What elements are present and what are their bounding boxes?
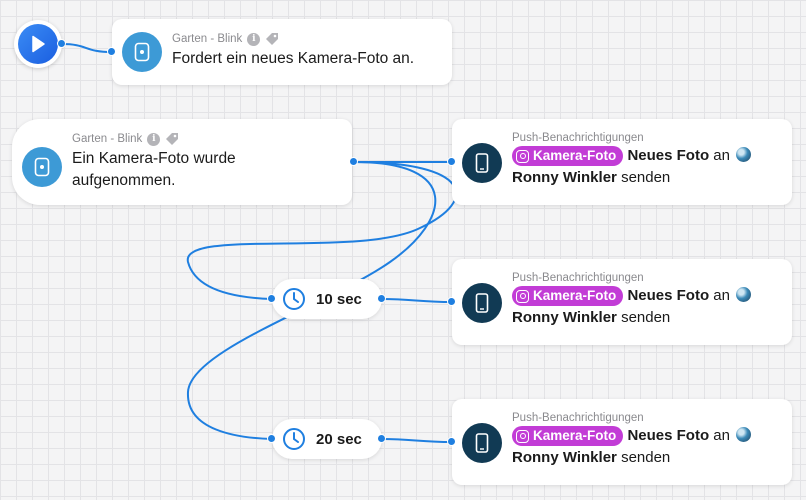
globe-icon	[736, 147, 752, 162]
camera-photo-tag: Kamera-Foto	[512, 146, 624, 166]
delay-label: 20 sec	[316, 430, 362, 448]
start-button[interactable]	[14, 20, 62, 68]
tag-icon[interactable]	[265, 32, 279, 46]
phone-icon	[462, 143, 502, 183]
wire-start-to-request	[61, 43, 113, 53]
push-card-source: Push-Benachrichtigungen	[512, 412, 644, 424]
tag-icon[interactable]	[165, 132, 179, 146]
delay-20-input-port[interactable]	[267, 434, 276, 443]
camera-icon	[516, 289, 529, 303]
clock-icon	[283, 288, 305, 310]
camera-photo-tag: Kamera-Foto	[512, 426, 624, 446]
request-input-port[interactable]	[107, 47, 116, 56]
delay-node-10[interactable]: 10 sec	[272, 279, 382, 319]
push-card-source: Push-Benachrichtigungen	[512, 132, 644, 144]
wire-delay-10-to-push-2	[381, 298, 453, 303]
wire-delay-20-to-push-3	[381, 438, 453, 443]
camera-photo-tag: Kamera-Foto	[512, 286, 624, 306]
request-photo-card[interactable]: Garten - Blink i Fordert ein neues Kamer…	[112, 19, 452, 85]
push-1-input-port[interactable]	[447, 157, 456, 166]
push-2-input-port[interactable]	[447, 297, 456, 306]
photo-taken-trigger-card[interactable]: Garten - Blink i Ein Kamera-Foto wurde a…	[12, 119, 352, 205]
info-icon[interactable]: i	[247, 32, 261, 46]
globe-icon	[736, 287, 752, 302]
push-notification-card-2[interactable]: Push-Benachrichtigungen Kamera-Foto Neue…	[452, 259, 792, 345]
blink-camera-icon	[22, 147, 62, 187]
delay-label: 10 sec	[316, 290, 362, 308]
trigger-card-title: Ein Kamera-Foto wurde aufgenommen.	[72, 150, 236, 189]
push-card-source: Push-Benachrichtigungen	[512, 272, 644, 284]
trigger-output-port[interactable]	[349, 157, 358, 166]
blink-camera-icon	[122, 32, 162, 72]
push-notification-card-1[interactable]: Push-Benachrichtigungen Kamera-Foto Neue…	[452, 119, 792, 205]
delay-10-output-port[interactable]	[377, 294, 386, 303]
phone-icon	[462, 283, 502, 323]
delay-10-input-port[interactable]	[267, 294, 276, 303]
clock-icon	[283, 428, 305, 450]
play-icon	[32, 35, 45, 53]
request-card-title: Fordert ein neues Kamera-Foto an.	[172, 50, 415, 67]
globe-icon	[736, 427, 752, 442]
phone-icon	[462, 423, 502, 463]
request-card-source: Garten - Blink	[172, 33, 243, 45]
start-output-port[interactable]	[57, 39, 66, 48]
delay-20-output-port[interactable]	[377, 434, 386, 443]
camera-icon	[516, 149, 529, 163]
info-icon[interactable]: i	[147, 132, 161, 146]
delay-node-20[interactable]: 20 sec	[272, 419, 382, 459]
push-notification-card-3[interactable]: Push-Benachrichtigungen Kamera-Foto Neue…	[452, 399, 792, 485]
push-3-input-port[interactable]	[447, 437, 456, 446]
trigger-card-source: Garten - Blink	[72, 133, 143, 145]
wire-trigger-to-delay-10	[186, 161, 458, 300]
camera-icon	[516, 429, 529, 443]
